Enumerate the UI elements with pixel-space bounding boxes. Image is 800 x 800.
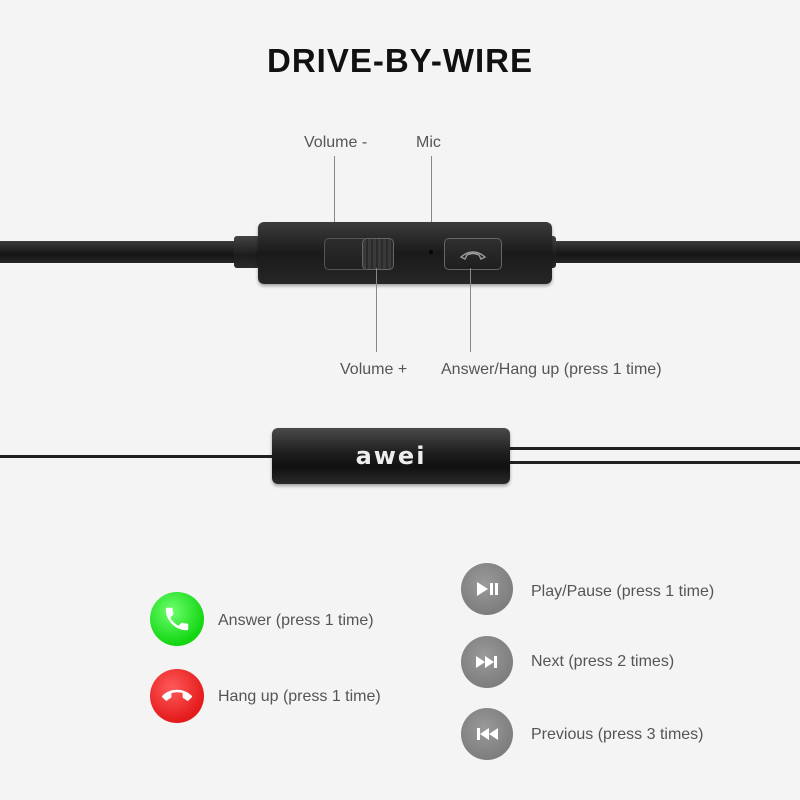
answer-hangup-label: Answer/Hang up (press 1 time) [441, 361, 662, 378]
flat-cable-right [552, 241, 800, 263]
mic-hole [429, 250, 433, 254]
round-cable-left [0, 455, 272, 458]
volume-minus-leader [334, 156, 335, 240]
round-cable-right-top [510, 447, 800, 450]
single-button-remote[interactable]: awei [272, 428, 510, 484]
play-pause-legend-label: Play/Pause (press 1 time) [531, 583, 715, 600]
next-track-icon [461, 636, 513, 688]
phone-hangup-icon [150, 669, 204, 723]
volume-plus-button[interactable] [362, 238, 394, 270]
volume-plus-label: Volume + [340, 361, 408, 378]
remote-collar-left [234, 236, 260, 268]
next-legend-label: Next (press 2 times) [531, 653, 675, 670]
page-title: DRIVE-BY-WIRE [266, 42, 533, 79]
previous-track-icon [461, 708, 513, 760]
phone-icon [459, 251, 487, 260]
phone-answer-icon [150, 592, 204, 646]
answer-hangup-button[interactable] [444, 238, 502, 270]
brand-logo: awei [355, 442, 427, 470]
round-cable-right-bottom [510, 461, 800, 464]
volume-plus-leader [376, 268, 377, 352]
volume-minus-label: Volume - [304, 134, 368, 151]
answer-leader [470, 268, 471, 352]
hangup-legend-label: Hang up (press 1 time) [218, 688, 381, 705]
previous-legend-label: Previous (press 3 times) [531, 726, 704, 743]
flat-cable-left [0, 241, 240, 263]
inline-remote-control [258, 222, 552, 284]
mic-label: Mic [416, 134, 441, 151]
play-pause-icon [461, 563, 513, 615]
answer-legend-label: Answer (press 1 time) [218, 612, 374, 629]
mic-leader [431, 156, 432, 248]
volume-minus-button[interactable] [324, 238, 368, 270]
